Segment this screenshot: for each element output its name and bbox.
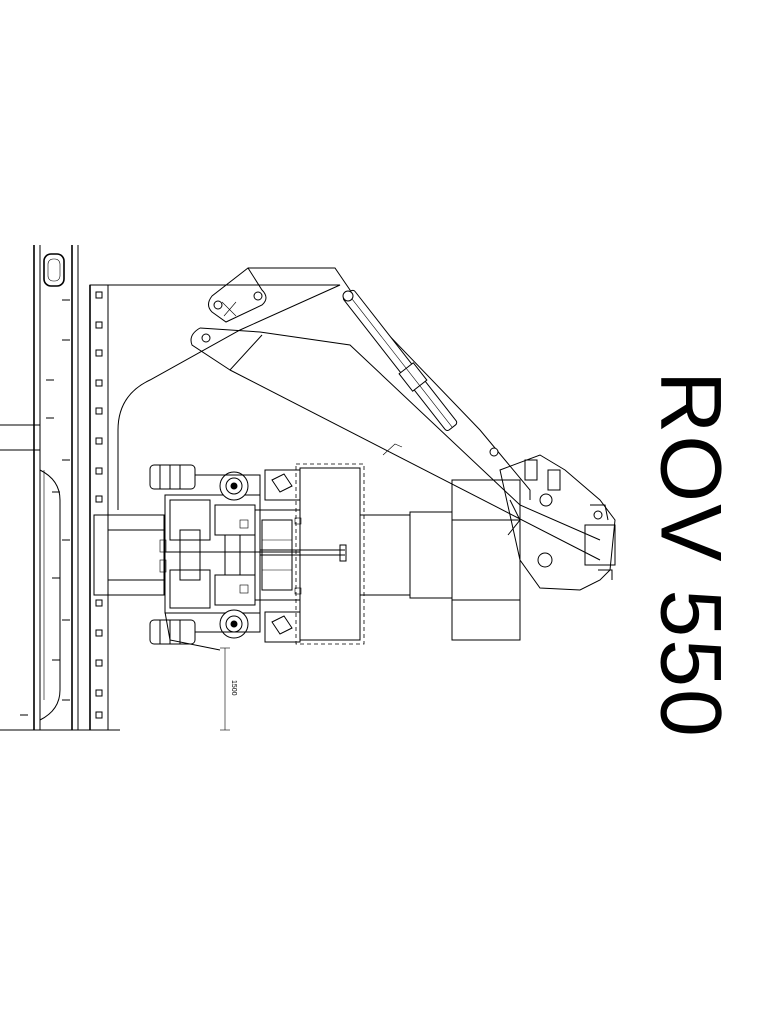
rov-lars-module <box>149 463 521 651</box>
drawing-title: ROV 550 <box>642 371 739 739</box>
ship-hull-structure <box>0 245 120 731</box>
dimension-value: 1500 <box>230 680 237 696</box>
motor-top-left <box>149 464 196 490</box>
reel-top <box>219 471 249 501</box>
motor-bottom-left <box>149 619 196 645</box>
dimension-1500: 1500 <box>220 647 237 731</box>
deck-foundation <box>89 284 341 731</box>
reel-bottom <box>219 609 249 639</box>
crane-boom <box>190 267 601 561</box>
